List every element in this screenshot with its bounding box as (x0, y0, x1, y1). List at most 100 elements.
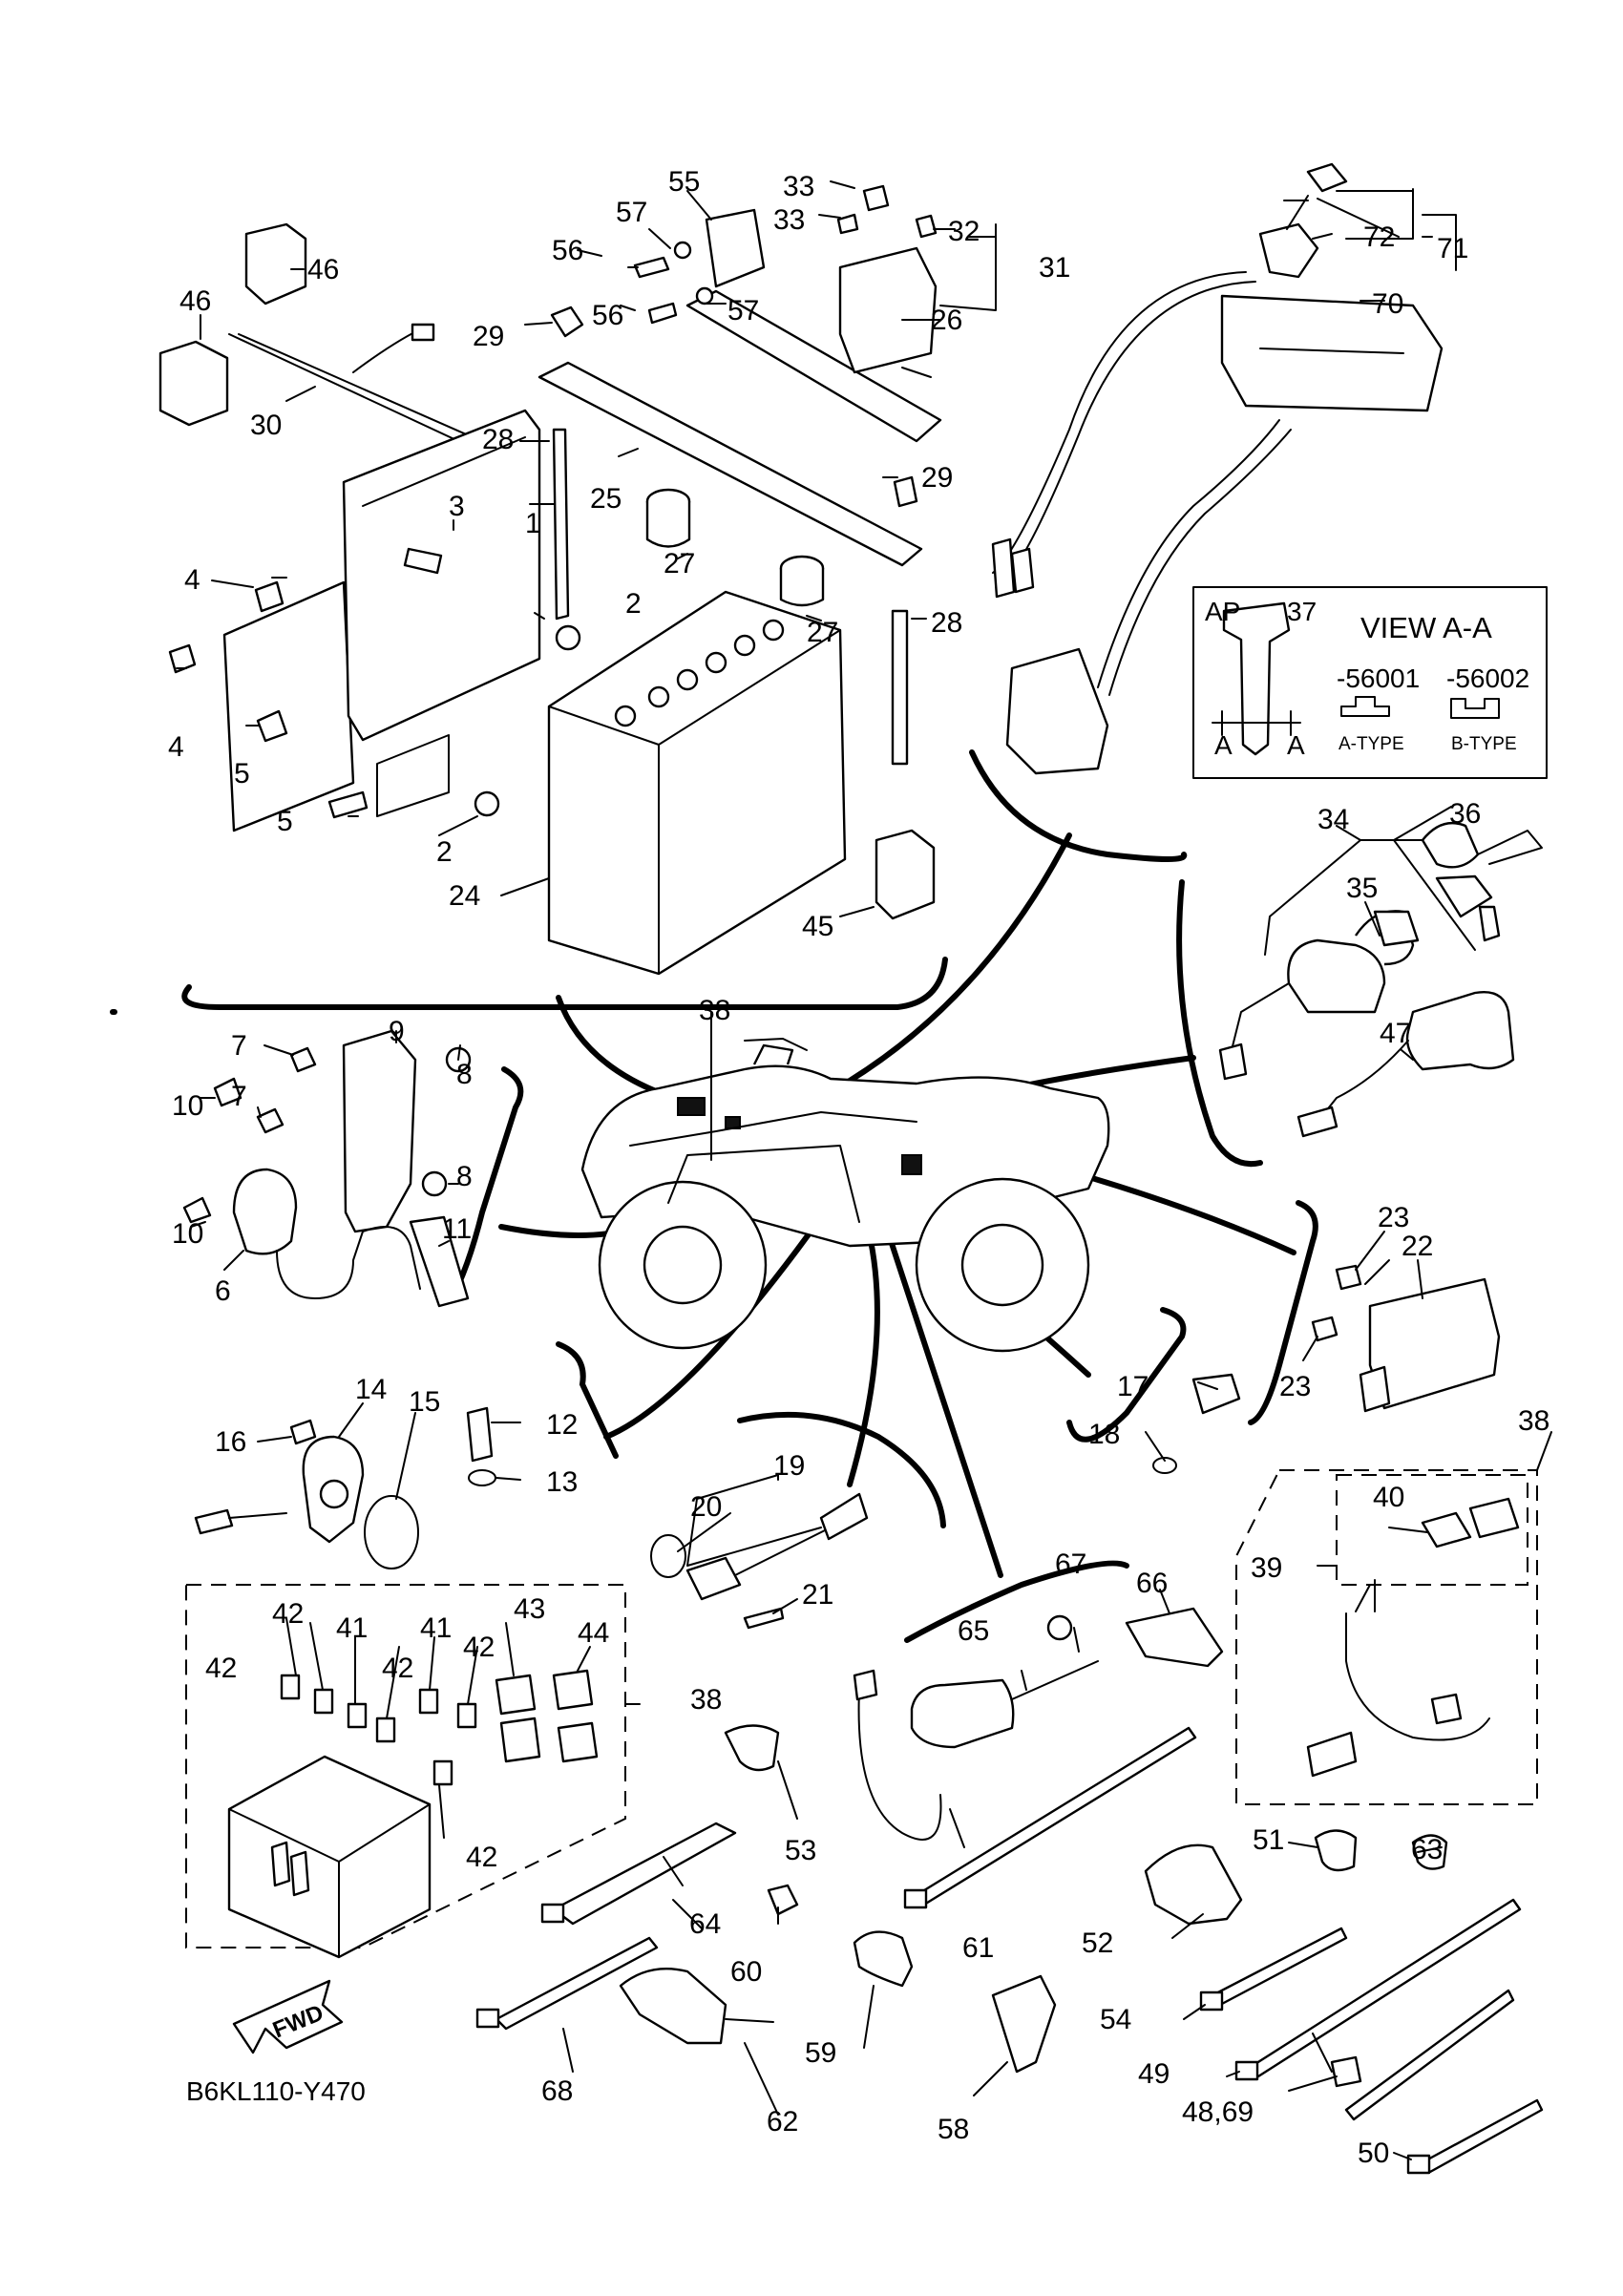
ignition-coil-group (182, 1029, 472, 1308)
callout-46b: 46 (179, 285, 211, 317)
callout-51: 51 (1253, 1824, 1284, 1856)
callout-68: 68 (541, 2075, 573, 2107)
callout-3: 3 (449, 491, 465, 522)
callout-7a: 7 (231, 1030, 247, 1062)
callout-42b: 42 (205, 1653, 237, 1684)
callout-61: 61 (962, 1932, 994, 1964)
view-type-b: B-TYPE (1451, 734, 1517, 754)
view-a-a-text: AP 37 VIEW A-A -56001 -56002 A A A-TYPE … (1205, 597, 1529, 760)
callout-59: 59 (805, 2037, 836, 2069)
callout-72: 72 (1363, 221, 1395, 253)
callout-numbers: 1 2 2 3 4 4 5 5 6 7 7 8 8 9 10 10 11 12 … (168, 166, 1549, 2169)
callout-58: 58 (938, 2114, 969, 2145)
callout-19: 19 (773, 1450, 805, 1482)
callout-42e: 42 (466, 1842, 497, 1873)
callout-63: 63 (1411, 1834, 1443, 1865)
callout-4a: 4 (184, 564, 200, 596)
callout-25: 25 (590, 483, 622, 515)
view-code-a: -56001 (1337, 664, 1420, 693)
callout-5a: 5 (234, 758, 250, 790)
callout-47: 47 (1380, 1018, 1411, 1049)
callout-26: 26 (931, 305, 962, 336)
callout-38c: 38 (1518, 1405, 1549, 1437)
callout-45: 45 (802, 911, 833, 942)
callout-6: 6 (215, 1275, 231, 1307)
callout-7b: 7 (231, 1081, 247, 1112)
battery-ecu-group (158, 222, 942, 976)
callout-57a: 57 (616, 197, 647, 228)
view-section-a-right: A (1287, 730, 1305, 760)
callout-29a: 29 (473, 321, 504, 352)
view-code-b: -56002 (1446, 664, 1529, 693)
callout-41a: 41 (336, 1612, 368, 1644)
callout-12: 12 (546, 1409, 578, 1441)
battery-terminal-row (614, 619, 785, 727)
callout-52: 52 (1082, 1927, 1113, 1959)
callout-28b: 28 (931, 607, 962, 639)
callout-39: 39 (1251, 1552, 1282, 1584)
callout-40: 40 (1373, 1482, 1404, 1513)
callout-62: 62 (767, 2106, 798, 2138)
meter-group (991, 162, 1444, 775)
callout-10a: 10 (172, 1090, 203, 1122)
callout-64: 64 (689, 1908, 721, 1940)
callout-42d: 42 (463, 1632, 495, 1663)
view-section-a-left: A (1214, 730, 1233, 760)
callout-54: 54 (1100, 2004, 1131, 2035)
callout-4b: 4 (168, 731, 184, 763)
callout-38a: 38 (699, 995, 730, 1026)
callout-70: 70 (1372, 288, 1403, 320)
callout-2a: 2 (625, 588, 642, 620)
view-a-a-box (1192, 586, 1548, 779)
diagram-code: B6KL110-Y470 (186, 2076, 366, 2106)
view-type-a: A-TYPE (1338, 734, 1404, 754)
callout-38b: 38 (690, 1684, 722, 1716)
callout-8a: 8 (456, 1059, 473, 1090)
callout-65: 65 (958, 1615, 989, 1647)
fuse-box-group (185, 1584, 626, 1959)
view-title: VIEW A-A (1360, 611, 1492, 644)
callout-42a: 42 (272, 1598, 304, 1630)
callout-49: 49 (1138, 2058, 1170, 2090)
callout-71: 71 (1437, 233, 1468, 264)
callout-32: 32 (948, 216, 980, 247)
callout-56b: 56 (592, 300, 623, 331)
callout-27a: 27 (664, 548, 695, 579)
callout-28a: 28 (482, 424, 514, 455)
callout-43: 43 (514, 1593, 545, 1625)
callout-14: 14 (355, 1374, 387, 1405)
callout-60: 60 (730, 1956, 762, 1988)
callout-66: 66 (1136, 1568, 1168, 1599)
view-ap-label: AP (1205, 597, 1240, 626)
callout-15: 15 (409, 1386, 440, 1418)
callout-53: 53 (785, 1835, 816, 1866)
view-part-number: 37 (1287, 597, 1317, 626)
callout-8b: 8 (456, 1161, 473, 1192)
callout-22: 22 (1402, 1231, 1433, 1262)
callout-35: 35 (1346, 873, 1378, 904)
callout-16: 16 (215, 1426, 246, 1458)
callout-2b: 2 (436, 836, 453, 868)
callout-11: 11 (442, 1213, 472, 1245)
callout-23b: 23 (1279, 1371, 1311, 1402)
callout-34: 34 (1317, 804, 1349, 835)
callout-17: 17 (1117, 1371, 1149, 1402)
callout-50: 50 (1358, 2138, 1389, 2169)
callout-42c: 42 (382, 1653, 413, 1684)
regulator-group (1152, 1264, 1501, 1474)
callout-21: 21 (802, 1579, 833, 1611)
callout-27b: 27 (807, 617, 838, 648)
starter-cable-group (853, 1607, 1224, 1841)
callout-5b: 5 (277, 806, 293, 837)
callout-33b: 33 (773, 204, 805, 236)
callout-67: 67 (1055, 1548, 1086, 1580)
callout-18: 18 (1088, 1419, 1120, 1450)
sensor-group (194, 1406, 869, 1630)
callout-29b: 29 (921, 462, 953, 494)
callout-9: 9 (389, 1016, 405, 1047)
clamps-and-ties (475, 1724, 1544, 2175)
callout-44: 44 (578, 1617, 609, 1649)
fwd-arrow (232, 1979, 344, 2054)
main-switch-group (1218, 821, 1543, 1138)
